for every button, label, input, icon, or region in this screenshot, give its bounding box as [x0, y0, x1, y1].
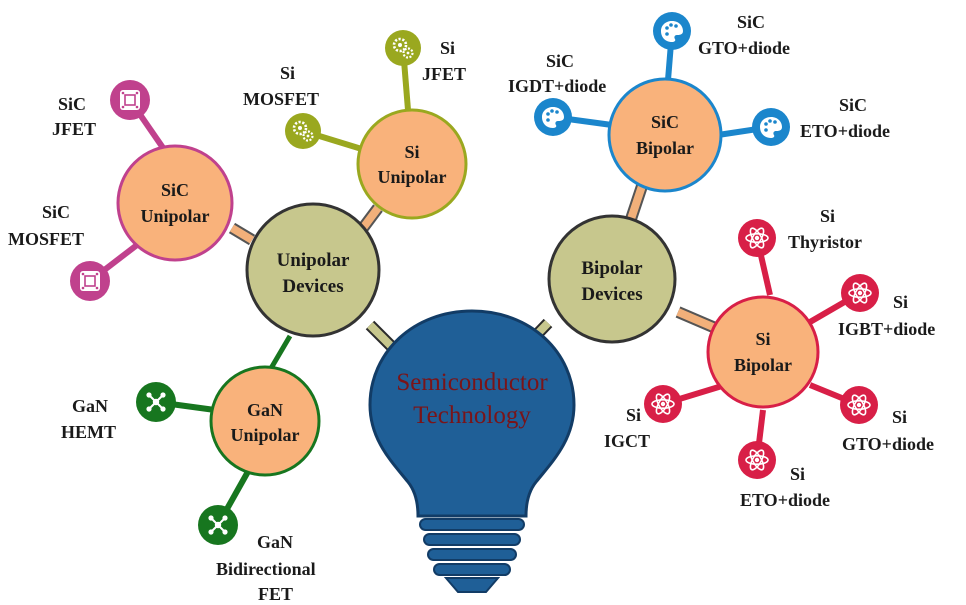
group-si-bipolar: Si Bipolar: [706, 295, 820, 409]
bulb-base: [419, 518, 525, 593]
si-thyristor-line1: Si: [820, 206, 835, 226]
si-jfet-line1: Si: [440, 38, 455, 58]
si-igct-line2: IGCT: [604, 431, 650, 451]
group-sic-unipolar-line2: Unipolar: [140, 206, 209, 226]
gan-hemt-line2: HEMT: [61, 422, 116, 442]
sic-igdt-diode-line1: SiC: [546, 51, 574, 71]
sic-mosfet-line2: MOSFET: [8, 229, 84, 249]
si-igct-line1: Si: [626, 405, 641, 425]
hub-bipolar: Bipolar Devices: [547, 214, 677, 344]
gan-hemt-line1: GaN: [72, 396, 108, 416]
center-title-line2: Technology: [413, 402, 531, 429]
si-mosfet-line2: MOSFET: [243, 89, 319, 109]
device-gan-bidirectional-fet: GaN Bidirectional FET: [198, 505, 316, 604]
si-thyristor-line2: Thyristor: [788, 232, 862, 252]
sic-eto-diode-line2: ETO+diode: [800, 121, 890, 141]
device-gan-hemt: GaN HEMT: [61, 382, 176, 442]
device-si-eto-diode: Si ETO+diode: [738, 441, 830, 510]
group-si-bipolar-line2: Bipolar: [734, 355, 792, 375]
gan-bidirectional-fet-line1: GaN: [257, 532, 293, 552]
si-igbt-diode-line2: IGBT+diode: [838, 319, 935, 339]
hub-bipolar-line1: Bipolar: [581, 258, 643, 279]
center-title-line1: Semiconductor: [396, 369, 548, 396]
group-sic-bipolar-line1: SiC: [651, 112, 679, 132]
group-sic-bipolar: SiC Bipolar: [607, 77, 723, 193]
sic-eto-diode-line1: SiC: [839, 95, 867, 115]
group-sic-bipolar-line2: Bipolar: [636, 138, 694, 158]
gan-bidirectional-fet-line3: FET: [258, 584, 293, 604]
hub-unipolar-line1: Unipolar: [277, 250, 350, 271]
device-sic-gto-diode: SiC GTO+diode: [653, 12, 790, 58]
si-igbt-diode-line1: Si: [893, 292, 908, 312]
si-jfet-line2: JFET: [422, 64, 466, 84]
group-si-unipolar-line1: Si: [404, 142, 419, 162]
si-eto-diode-line2: ETO+diode: [740, 490, 830, 510]
si-eto-diode-line1: Si: [790, 464, 805, 484]
sic-gto-diode-line2: GTO+diode: [698, 38, 790, 58]
chip-icon: [119, 89, 141, 111]
sic-jfet-line1: SiC: [58, 94, 86, 114]
device-si-igct: Si IGCT: [604, 385, 682, 451]
device-si-thyristor: Si Thyristor: [738, 206, 862, 257]
hub-unipolar-line2: Devices: [282, 276, 343, 297]
hub-bipolar-line2: Devices: [581, 284, 642, 305]
group-sic-unipolar: SiC Unipolar: [116, 144, 234, 262]
device-si-mosfet: Si MOSFET: [243, 63, 321, 149]
si-mosfet-line1: Si: [280, 63, 295, 83]
device-sic-mosfet: SiC MOSFET: [8, 202, 110, 301]
bulb-glass: [368, 309, 576, 518]
group-sic-unipolar-line1: SiC: [161, 180, 189, 200]
group-si-bipolar-line1: Si: [755, 329, 770, 349]
group-gan-unipolar-line2: Unipolar: [230, 425, 299, 445]
device-sic-jfet: SiC JFET: [52, 80, 150, 139]
lightbulb: Semiconductor Technology: [368, 309, 576, 593]
si-gto-diode-line1: Si: [892, 407, 907, 427]
sic-igdt-diode-line2: IGDT+diode: [508, 76, 606, 96]
device-sic-eto-diode: SiC ETO+diode: [752, 95, 890, 146]
group-si-unipolar: Si Unipolar: [356, 108, 468, 220]
group-si-unipolar-line2: Unipolar: [377, 167, 446, 187]
group-gan-unipolar: GaN Unipolar: [209, 365, 321, 477]
si-gto-diode-line2: GTO+diode: [842, 434, 934, 454]
group-gan-unipolar-line1: GaN: [247, 400, 283, 420]
chip-icon: [79, 270, 101, 292]
sic-jfet-line2: JFET: [52, 119, 96, 139]
hub-unipolar: Unipolar Devices: [245, 202, 381, 338]
gan-bidirectional-fet-line2: Bidirectional: [216, 559, 316, 579]
sic-mosfet-line1: SiC: [42, 202, 70, 222]
device-si-gto-diode: Si GTO+diode: [840, 386, 934, 454]
device-sic-igdt-diode: SiC IGDT+diode: [508, 51, 606, 136]
device-si-jfet: Si JFET: [385, 30, 466, 84]
device-si-igbt-diode: Si IGBT+diode: [838, 274, 935, 339]
sic-gto-diode-line1: SiC: [737, 12, 765, 32]
